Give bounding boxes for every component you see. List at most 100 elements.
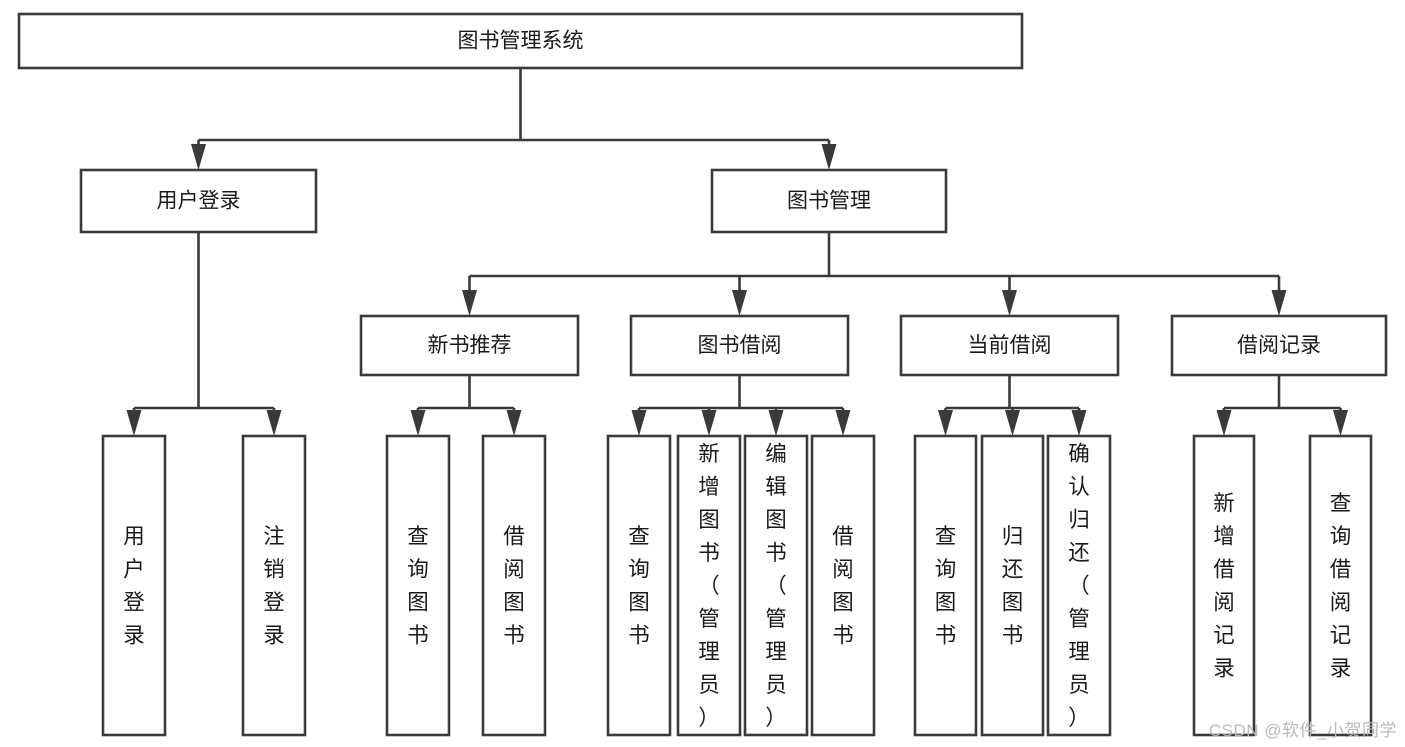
node-label-char: 归 — [1002, 525, 1024, 549]
node-box-leaf-confirm-return — [1046, 434, 1112, 737]
node-label-char: 图 — [628, 591, 650, 615]
node-label-char: 查 — [935, 525, 957, 549]
node-label-char: 书 — [698, 541, 720, 565]
node-layer: 图书管理系统用户登录图书管理新书推荐图书借阅当前借阅借阅记录用户登录注销登录查询… — [17, 12, 1388, 737]
node-label-char: 辑 — [765, 475, 787, 499]
node-label-char: 阅 — [1330, 591, 1352, 615]
node-label-char: 理 — [698, 640, 720, 664]
node-label-char: 询 — [407, 558, 429, 582]
node-label-char: 书 — [628, 624, 650, 648]
node-box-book-management — [710, 168, 948, 234]
node-label-root: 图书管理系统 — [458, 30, 584, 53]
node-box-user-login — [79, 168, 318, 234]
node-label-char: 书 — [935, 624, 957, 648]
node-label-char: （ — [1068, 574, 1090, 598]
node-label-char: （ — [765, 574, 787, 598]
node-box-leaf-add-book — [676, 434, 742, 737]
node-box-leaf-borrow-book-1 — [481, 434, 547, 737]
node-label-book-management: 图书管理 — [787, 190, 871, 213]
node-box-book-borrow — [629, 314, 850, 377]
node-box-leaf-query-record — [1308, 434, 1373, 737]
node-label-char: 书 — [407, 624, 429, 648]
node-borrow-record[interactable]: 借阅记录 — [1170, 314, 1388, 377]
node-box-leaf-add-record — [1192, 434, 1256, 737]
node-label-char: 录 — [1213, 657, 1235, 681]
node-label-char: 录 — [123, 624, 145, 648]
node-label-char: 登 — [123, 591, 145, 615]
node-label-char: 阅 — [1213, 591, 1235, 615]
node-label-char: 图 — [407, 591, 429, 615]
node-label-char: 编 — [765, 442, 787, 466]
node-label-current-borrow: 当前借阅 — [968, 334, 1052, 357]
node-label-char: 记 — [1330, 624, 1352, 648]
node-label-char: 新 — [698, 442, 720, 466]
node-user-login[interactable]: 用户登录 — [79, 168, 318, 234]
node-label-char: 借 — [1213, 558, 1235, 582]
node-box-leaf-query-book-3 — [913, 434, 978, 737]
node-label-char: 询 — [628, 558, 650, 582]
node-label-char: 理 — [765, 640, 787, 664]
node-box-leaf-borrow-book-2 — [810, 434, 876, 737]
node-label-char: 户 — [123, 558, 145, 582]
node-label-char: ） — [765, 706, 787, 730]
node-current-borrow[interactable]: 当前借阅 — [899, 314, 1120, 377]
node-label-char: 借 — [503, 525, 525, 549]
node-label-char: 书 — [832, 624, 854, 648]
node-label-char: 登 — [263, 591, 285, 615]
node-label-char: 询 — [1330, 525, 1352, 549]
node-label-char: 查 — [1330, 492, 1352, 516]
node-box-leaf-query-book-2 — [606, 434, 672, 737]
node-label-char: 管 — [1068, 607, 1090, 631]
node-root[interactable]: 图书管理系统 — [17, 12, 1024, 70]
node-label-char: 图 — [765, 508, 787, 532]
node-label-char: 查 — [628, 525, 650, 549]
node-label-char: 图 — [698, 508, 720, 532]
node-label-char: 增 — [1213, 525, 1235, 549]
node-label-char: 记 — [1213, 624, 1235, 648]
node-label-borrow-record: 借阅记录 — [1237, 334, 1321, 357]
node-book-management[interactable]: 图书管理 — [710, 168, 948, 234]
node-label-char: ） — [1068, 706, 1090, 730]
node-label-char: 书 — [765, 541, 787, 565]
node-label-char: 新 — [1213, 492, 1235, 516]
node-label-char: 录 — [1330, 657, 1352, 681]
node-label-char: 录 — [263, 624, 285, 648]
node-book-borrow[interactable]: 图书借阅 — [629, 314, 850, 377]
node-label-char: 管 — [698, 607, 720, 631]
node-user-login-leaf[interactable]: 用户登录 — [101, 434, 167, 737]
node-box-leaf-edit-book — [743, 434, 809, 737]
node-box-user-login-leaf — [101, 434, 167, 737]
node-box-leaf-query-book-1 — [385, 434, 451, 737]
node-label-char: 借 — [1330, 558, 1352, 582]
connector-layer — [126, 68, 1348, 436]
node-label-book-borrow: 图书借阅 — [698, 334, 782, 357]
node-label-char: 增 — [698, 475, 720, 499]
node-label-char: 归 — [1068, 508, 1090, 532]
node-label-char: 阅 — [503, 558, 525, 582]
node-label-char: （ — [698, 574, 720, 598]
node-label-char: 图 — [503, 591, 525, 615]
node-label-char: 员 — [1068, 673, 1090, 697]
node-label-char: 书 — [503, 624, 525, 648]
node-label-char: 员 — [765, 673, 787, 697]
node-box-root — [17, 12, 1024, 70]
node-label-char: 图 — [832, 591, 854, 615]
node-box-leaf-return-book — [980, 434, 1045, 737]
node-box-new-book-recommend — [359, 314, 580, 377]
node-label-new-book-recommend: 新书推荐 — [428, 334, 512, 357]
node-label-char: 阅 — [832, 558, 854, 582]
node-new-book-recommend[interactable]: 新书推荐 — [359, 314, 580, 377]
